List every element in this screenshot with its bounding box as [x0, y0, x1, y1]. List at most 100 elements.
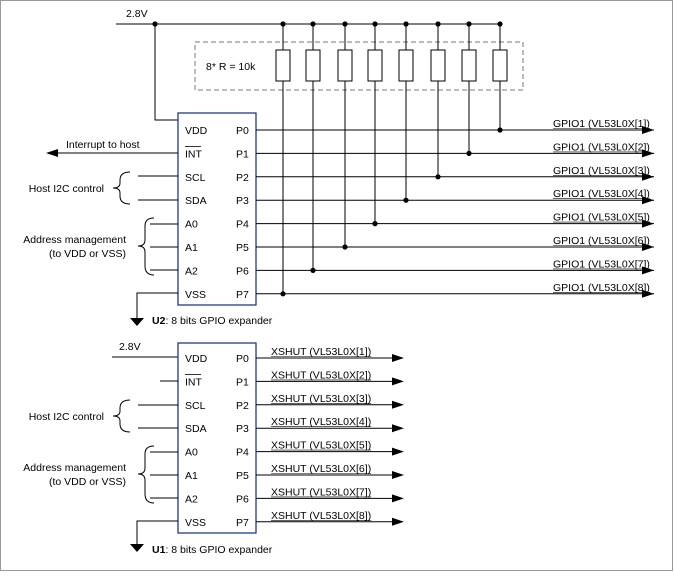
vdd-wire-top: [154, 24, 178, 121]
resistor-array: [275, 21, 508, 82]
u2-pin-int: INT: [185, 148, 203, 160]
resistor: [430, 49, 446, 82]
u1-output-label: XSHUT (VL53L0X[8]): [271, 510, 371, 522]
u2-pin-vss: VSS: [185, 289, 206, 301]
junction: [435, 21, 441, 27]
address-brace-bottom: [137, 445, 155, 504]
address-label-bottom-1: Address management: [23, 462, 126, 474]
junction: [152, 21, 158, 27]
u1-output-label: XSHUT (VL53L0X[3]): [271, 393, 371, 405]
supply-top-label: 2.8V: [126, 8, 148, 20]
u2-pin-p6: P6: [236, 265, 249, 277]
junction: [497, 21, 503, 27]
u2-output-arrow: [642, 172, 654, 181]
u1-output-arrow: [392, 377, 404, 386]
u2-pin-a1: A1: [185, 242, 198, 254]
u1-output-arrow: [392, 354, 404, 362]
u2-output-label: GPIO1 (VL53L0X[2]): [553, 141, 650, 153]
u1-outputs: XSHUT (VL53L0X[1]) XSHUT (VL53L0X[2]) XSHU…: [256, 346, 404, 526]
u2-pin-p2: P2: [236, 172, 249, 184]
u1-output-arrow: [392, 447, 404, 456]
resistor: [305, 49, 321, 82]
vss-wire-top: [136, 292, 178, 318]
resistor: [398, 49, 414, 82]
u2-name: U2: [152, 315, 166, 327]
u2-pin-a0: A0: [185, 219, 198, 231]
ground-arrow-top: [130, 318, 144, 326]
u1-caption: U1: 8 bits GPIO expander: [152, 544, 273, 556]
address-label-bottom-2: (to VDD or VSS): [49, 476, 126, 488]
u2-output-label: GPIO1 (VL53L0X[5]): [553, 212, 650, 224]
u2-pin-p5: P5: [236, 242, 249, 254]
u2-output-label: GPIO1 (VL53L0X[7]): [553, 258, 650, 270]
u1-pin-a0: A0: [185, 447, 198, 459]
u1-output-arrow: [392, 400, 404, 409]
u1-output-arrow: [392, 424, 404, 433]
u1-pin-p5: P5: [236, 470, 249, 482]
u1-pin-p1: P1: [236, 376, 249, 388]
junction: [342, 21, 348, 27]
u2-output-arrow: [642, 219, 654, 228]
i2c-brace-bottom: [112, 399, 131, 433]
u2-output-label: GPIO1 (VL53L0X[6]): [553, 235, 650, 247]
u2-output-arrow: [642, 196, 654, 205]
u1-pin-p3: P3: [236, 423, 249, 435]
resistor: [492, 49, 508, 82]
u2-output-label: GPIO1 (VL53L0X[1]): [553, 118, 650, 130]
u2-caption-text: : 8 bits GPIO expander: [165, 315, 272, 327]
interrupt-label: Interrupt to host: [66, 139, 140, 151]
u2-pin-p1: P1: [236, 148, 249, 160]
junction: [342, 244, 348, 250]
vss-wire-bottom: [136, 520, 178, 544]
junction: [403, 21, 409, 27]
junction: [372, 21, 378, 27]
junction: [466, 150, 472, 156]
resistor-label: 8* R = 10k: [206, 61, 256, 73]
u1-pin-a2: A2: [185, 493, 198, 505]
u1-pin-p7: P7: [236, 517, 249, 529]
u1-pin-scl: SCL: [185, 400, 206, 412]
junction: [403, 197, 409, 203]
u1-pin-int: INT: [185, 376, 203, 388]
host-i2c-label-bottom: Host I2C control: [29, 411, 104, 423]
u1-caption-text: : 8 bits GPIO expander: [165, 544, 272, 556]
u2-pin-vdd: VDD: [185, 125, 208, 137]
u2-outputs: GPIO1 (VL53L0X[1]) GPIO1 (VL53L0X[2]) GPIO…: [256, 81, 654, 298]
junction: [310, 21, 316, 27]
u1-output-label: XSHUT (VL53L0X[1]): [271, 346, 371, 358]
u2-pin-p4: P4: [236, 219, 249, 231]
u1-output-label: XSHUT (VL53L0X[5]): [271, 440, 371, 452]
u1-name: U1: [152, 544, 166, 556]
u1-output-label: XSHUT (VL53L0X[7]): [271, 486, 371, 498]
u2-pin-p7: P7: [236, 289, 249, 301]
u2-output-label: GPIO1 (VL53L0X[3]): [553, 165, 650, 177]
u1-output-label: XSHUT (VL53L0X[6]): [271, 463, 371, 475]
u2-output-arrow: [642, 149, 654, 158]
u1-pin-a1: A1: [185, 470, 198, 482]
u1-pin-p4: P4: [236, 447, 249, 459]
junction: [280, 21, 286, 27]
u2-output-label: GPIO1 (VL53L0X[8]): [553, 282, 650, 294]
junction: [280, 291, 286, 297]
resistor: [275, 49, 291, 82]
u1-pin-p6: P6: [236, 493, 249, 505]
u2-pin-p0: P0: [236, 125, 249, 137]
resistor: [367, 49, 383, 82]
u2-output-arrow: [642, 126, 654, 134]
junction: [466, 21, 472, 27]
u1-pin-p2: P2: [236, 400, 249, 412]
u2-pin-p3: P3: [236, 195, 249, 207]
ground-arrow-bottom: [130, 544, 144, 552]
u2-output-label: GPIO1 (VL53L0X[4]): [553, 188, 650, 200]
address-brace-top: [137, 217, 155, 276]
u1-output-arrow: [392, 517, 404, 526]
u1-output-arrow: [392, 494, 404, 503]
u1-pin-p0: P0: [236, 353, 249, 365]
junction: [435, 174, 441, 180]
u1-output-label: XSHUT (VL53L0X[2]): [271, 369, 371, 381]
